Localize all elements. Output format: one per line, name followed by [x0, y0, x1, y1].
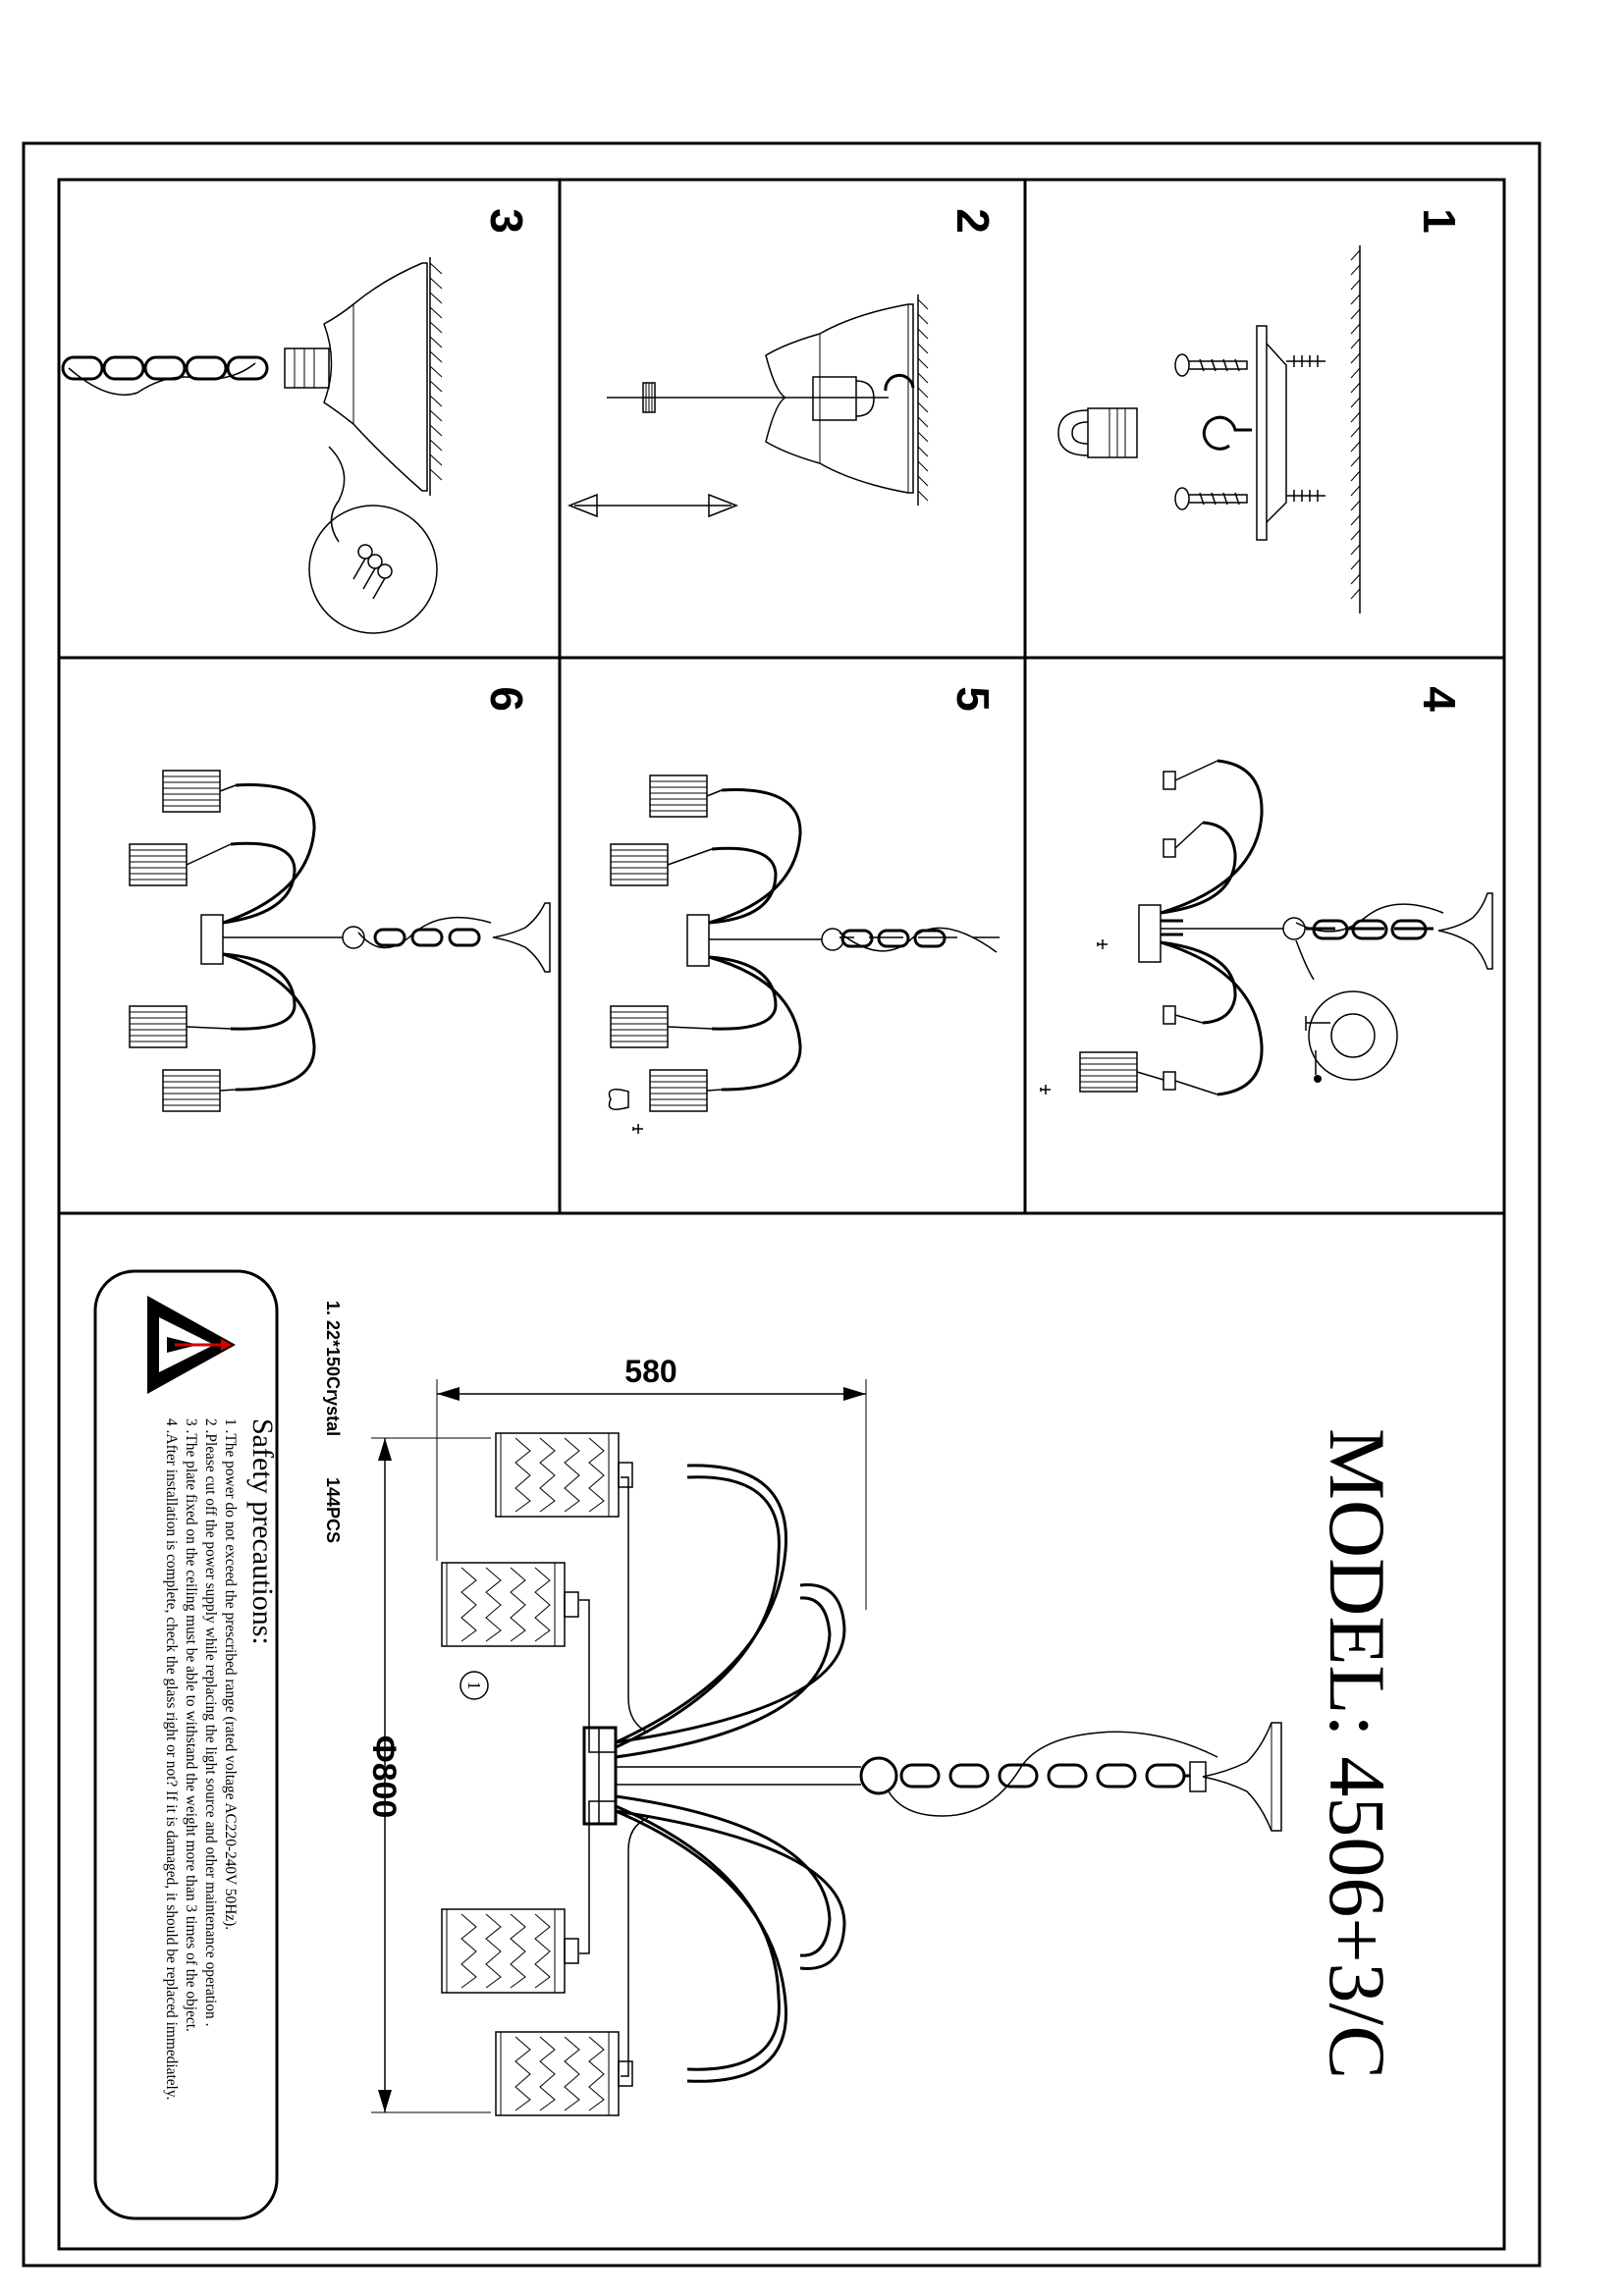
- model-title[interactable]: MODEL: 4506+3/C: [1313, 1428, 1402, 2079]
- candle-bulb: [609, 1090, 628, 1109]
- chain-clip: [1058, 408, 1137, 457]
- chain-clip: [813, 377, 856, 420]
- wall-anchor: [1286, 355, 1325, 502]
- dimension-800: Φ800: [365, 1438, 491, 2112]
- step-3-panel: 3: [63, 208, 532, 633]
- safety-title: Safety precautions:: [246, 1418, 279, 1645]
- safety-box: [95, 1271, 277, 2218]
- step-1-panel: 1: [1058, 208, 1465, 614]
- crystal-shade-top-outer: [496, 1433, 632, 1517]
- dimension-width-label: 580: [624, 1354, 676, 1389]
- step-4-panel: 4: [1041, 686, 1492, 1095]
- chain: [63, 348, 329, 388]
- safety-item-4: 4 .After installation is complete, check…: [163, 1418, 180, 2100]
- warning-icon: [147, 1296, 236, 1394]
- crystal-shade: [611, 775, 707, 1111]
- step-number: 4: [1414, 686, 1465, 712]
- step-number: 3: [481, 208, 532, 234]
- dimension-580: 580: [437, 1354, 866, 1610]
- outer-border: [24, 143, 1540, 2266]
- screw: [1175, 354, 1247, 509]
- crystal-shade: [130, 771, 220, 1111]
- chain: [901, 1765, 1184, 1787]
- dimension-diameter-label: Φ800: [365, 1735, 403, 1819]
- chandelier-arms: [616, 1466, 844, 2081]
- connector-ball: [861, 1758, 896, 1793]
- step-number: 6: [481, 686, 532, 712]
- ceiling-hook: [1204, 417, 1252, 449]
- part-quantity: 144PCS: [323, 1477, 343, 1543]
- safety-text: Safety precautions: 1 .The power do not …: [163, 1418, 279, 2100]
- step-number: 1: [1414, 208, 1465, 234]
- double-arrow: [569, 495, 736, 516]
- main-drawing: MODEL: 4506+3/C: [95, 1271, 1402, 2218]
- safety-item-1: 1 .The power do not exceed the prescribe…: [222, 1418, 239, 1930]
- detail-circle: [1309, 991, 1397, 1080]
- callout-circle: [460, 1672, 488, 1699]
- mounting-plate: [1257, 326, 1267, 540]
- step-6-panel: 6: [130, 686, 550, 1111]
- power-wire: [889, 1732, 1217, 1816]
- crystal-shade-top-inner: [442, 1563, 578, 1646]
- crystal-shade-bottom-inner: [442, 1909, 578, 1993]
- ceiling-hatch: [1351, 250, 1360, 599]
- step-2-panel: 2: [569, 208, 999, 516]
- wire-connectors: [353, 545, 392, 599]
- parts-list: 1. 22*150Crystal 144PCS: [323, 1301, 343, 1543]
- safety-item-3: 3 .The plate fixed on the ceiling must b…: [183, 1418, 199, 2032]
- crystal-shade-bottom-outer: [496, 2032, 632, 2115]
- canopy: [1203, 1723, 1281, 1831]
- model-label: MODEL:: [1313, 1428, 1402, 1736]
- canopy: [766, 304, 913, 493]
- part-name: 1. 22*150Crystal: [323, 1301, 343, 1436]
- callout-number: 1: [464, 1682, 484, 1690]
- step-number: 2: [947, 208, 999, 234]
- wire-detail-circle: [309, 506, 437, 633]
- model-number: 4506+3/C: [1313, 1756, 1402, 2079]
- step-5-panel: 5: [609, 686, 1000, 1134]
- step-number: 5: [947, 686, 999, 712]
- safety-item-2: 2 .Please cut off the power supply while…: [202, 1418, 219, 2026]
- canopy: [324, 263, 427, 491]
